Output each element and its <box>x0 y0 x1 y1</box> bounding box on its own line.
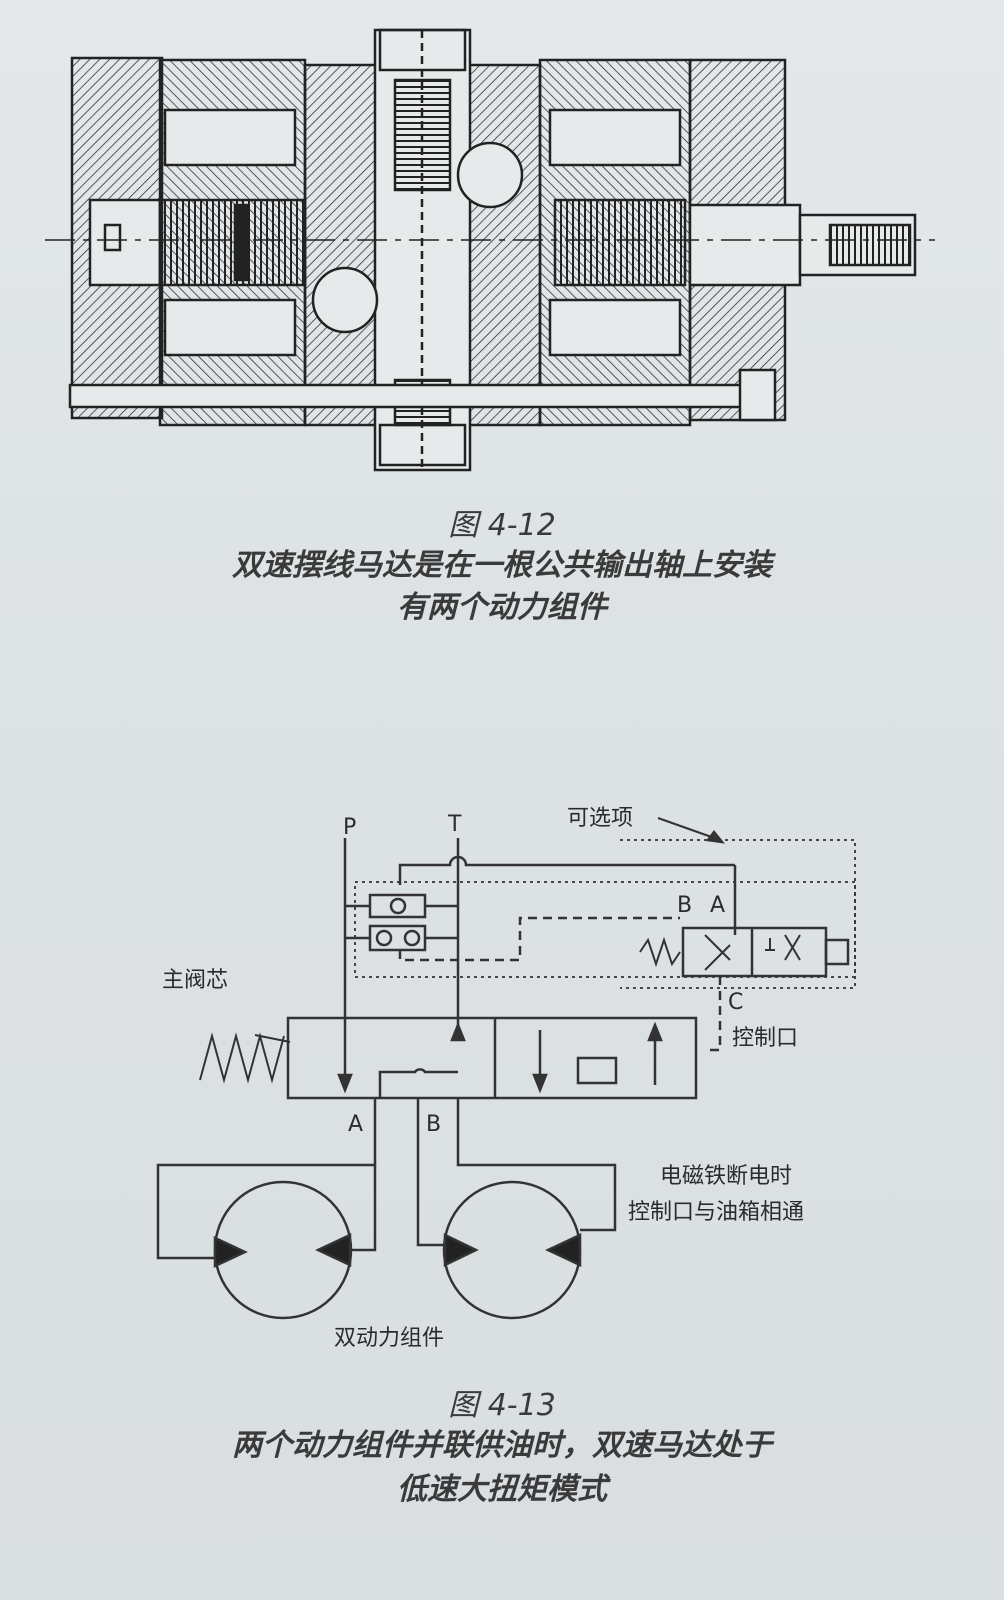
figure-4-13-caption-line2: 低速大扭矩模式 <box>397 1472 607 1507</box>
figure-4-12-number: 图 4-12 <box>448 508 556 543</box>
main-spool-valve <box>286 1016 698 1100</box>
port-p-label: P <box>343 815 357 840</box>
optional-label: 可选项 <box>567 806 634 831</box>
note-line1: 电磁铁断电时 <box>660 1164 793 1189</box>
port-t-label: T <box>448 812 462 837</box>
main-spool-spring <box>199 1032 285 1084</box>
note-line2: 控制口与油箱相通 <box>628 1200 805 1225</box>
solenoid-coil <box>824 938 850 966</box>
valve-port-a-label: A <box>348 1112 364 1137</box>
figure-4-12-caption-line2: 有两个动力组件 <box>397 590 607 625</box>
solenoid-port-b-label: B <box>677 893 693 918</box>
left-gear-set <box>158 198 307 287</box>
dual-units-label: 双动力组件 <box>334 1326 445 1351</box>
solenoid-spring <box>639 936 681 968</box>
valve-port-b-label: B <box>426 1112 442 1137</box>
port-c-label: C <box>728 990 744 1015</box>
figure-4-13-number: 图 4-13 <box>448 1388 556 1423</box>
solenoid-valve <box>681 926 828 978</box>
right-gear-set <box>553 198 687 287</box>
main-spool-label: 主阀芯 <box>162 968 229 993</box>
tie-bolt <box>68 383 772 409</box>
solenoid-port-a-label: A <box>710 893 726 918</box>
motor-cross-section-drawing <box>45 28 935 472</box>
hydraulic-schematic <box>156 817 856 1320</box>
figure-4-13-caption-line1: 两个动力组件并联供油时，双速马达处于 <box>232 1428 772 1463</box>
optional-box <box>354 881 856 978</box>
figure-4-12-caption-line1: 双速摆线马达是在一根公共输出轴上安装 <box>232 548 772 583</box>
control-port-label: 控制口 <box>732 1026 799 1051</box>
